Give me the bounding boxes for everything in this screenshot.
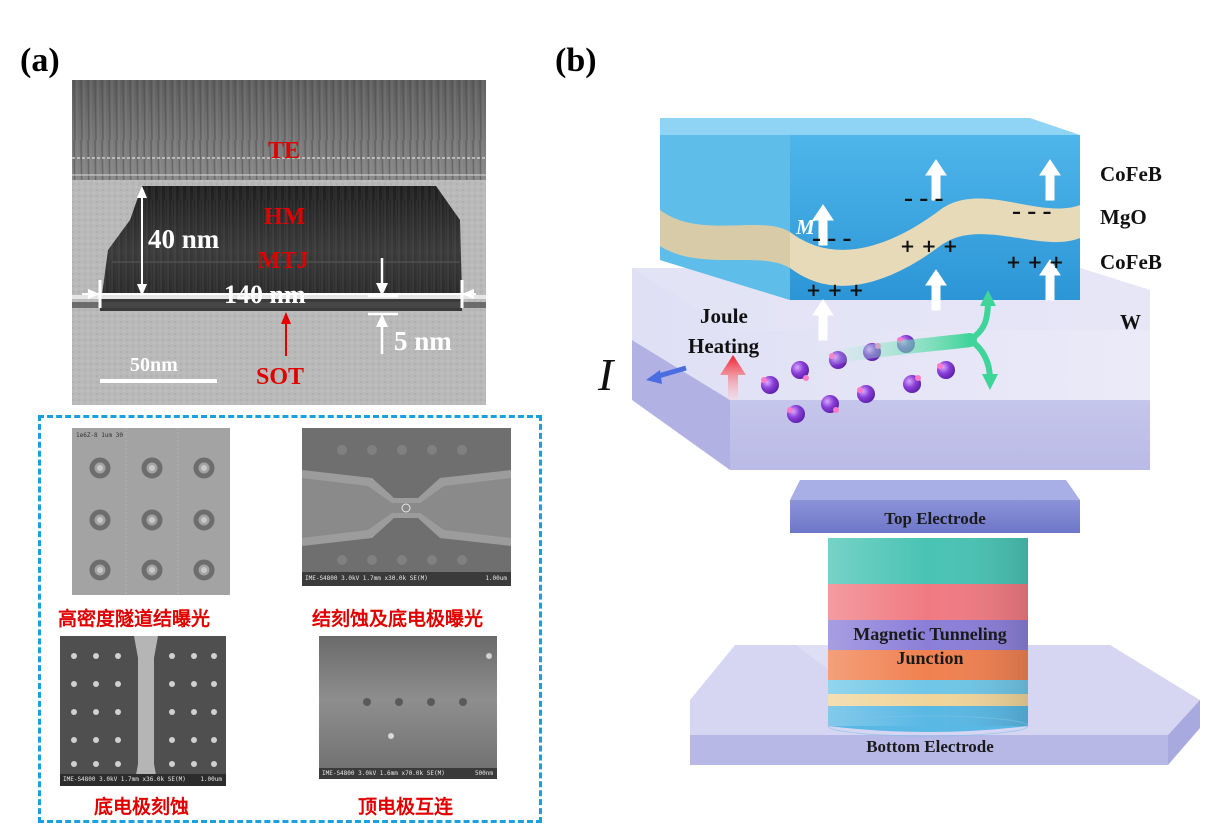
magnetization-m-label: M: [796, 215, 815, 239]
sem-image-2-scale: 1.00um: [485, 575, 507, 582]
sem-image-2-graphic: [302, 428, 511, 586]
sem-caption-2: 结刻蚀及底电极曝光: [312, 608, 484, 630]
sem-caption-3: 底电极刻蚀: [94, 796, 190, 818]
mtj-label-line1: Magnetic Tunneling: [853, 624, 1007, 644]
top-electrode-label: Top Electrode: [884, 509, 986, 528]
joule-label: Joule: [700, 304, 748, 328]
te-label: TE: [268, 138, 301, 164]
svg-text:+ + +: + + +: [1006, 252, 1064, 273]
tem-cross-section-graphic: [72, 80, 486, 405]
sot-thickness-5nm-label: 5 nm: [394, 326, 452, 356]
sem-image-4: IME-S4800 3.0kV 1.6mm x70.0k SE(M) 500nm: [319, 636, 497, 779]
hm-label: HM: [264, 204, 306, 230]
sem-image-2: IME-S4800 3.0kV 1.7mm x30.0k SE(M) 1.00u…: [302, 428, 511, 586]
sem-caption-1: 高密度隧道结曝光: [58, 608, 211, 630]
mtj-label: MTJ: [258, 248, 309, 274]
sem-image-1-graphic: [72, 428, 230, 595]
sem-image-1: 1e6Z-8 1um 30: [72, 428, 230, 595]
sem-image-3-scale: 1.00um: [200, 776, 222, 783]
cofeb-bottom-label: CoFeB: [1100, 250, 1162, 274]
w-label: W: [1120, 310, 1141, 334]
mgo-label: MgO: [1100, 205, 1147, 229]
heating-label: Heating: [688, 334, 760, 358]
sem-image-1-meta: 1e6Z-8 1um 30: [76, 432, 123, 439]
panel-a-label: (a): [20, 42, 60, 79]
svg-text:+ + +: + + +: [900, 236, 958, 257]
sem-image-4-meta: IME-S4800 3.0kV 1.6mm x70.0k SE(M): [322, 770, 445, 777]
fabrication-steps-box: [38, 415, 542, 823]
svg-text:+ + +: + + +: [806, 280, 864, 301]
sot-label: SOT: [256, 364, 305, 390]
panel-b-label: (b): [555, 42, 597, 79]
svg-text:– – –: – – –: [812, 229, 852, 250]
mtj-label-line2: Junction: [896, 648, 964, 668]
svg-text:– – –: – – –: [1012, 202, 1052, 223]
mtj-pillar: [827, 538, 1029, 737]
sem-caption-4: 顶电极互连: [358, 796, 454, 818]
cofeb-top-label: CoFeB: [1100, 162, 1162, 186]
tem-image: TE HM MTJ 40 nm 140 nm 5 nm SOT 50nm: [72, 80, 486, 405]
sem-image-4-graphic: [319, 636, 497, 779]
svg-text:– – –: – – –: [904, 189, 944, 210]
thickness-40nm-label: 40 nm: [148, 224, 220, 254]
current-i-label: I: [598, 349, 614, 400]
scale-bar-label: 50nm: [130, 354, 178, 376]
sem-image-2-meta: IME-S4800 3.0kV 1.7mm x30.0k SE(M): [305, 575, 428, 582]
sem-image-4-scale: 500nm: [474, 770, 493, 777]
bottom-electrode-label: Bottom Electrode: [866, 737, 994, 756]
sem-image-3-meta: IME-S4800 3.0kV 1.7mm x36.0k SE(M): [63, 776, 186, 783]
sem-image-3: IME-S4800 3.0kV 1.7mm x36.0k SE(M) 1.00u…: [60, 636, 226, 786]
width-140nm-label: 140 nm: [224, 280, 306, 309]
sem-image-3-graphic: [60, 636, 226, 786]
